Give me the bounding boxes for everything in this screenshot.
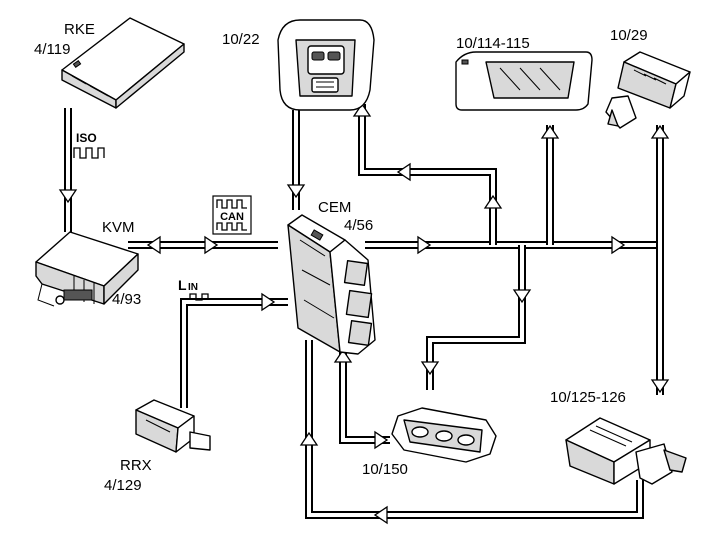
square-wave-icon	[73, 147, 105, 159]
cem-code-label: 4/56	[344, 217, 373, 234]
rrx-code-label: 4/129	[104, 477, 142, 494]
kvm-code-label: 4/93	[112, 291, 141, 308]
arrow-icon	[374, 430, 389, 450]
can-protocol-icon: CAN	[212, 195, 252, 235]
rrx-name-label: RRX	[120, 457, 152, 474]
kvm-module-icon	[35, 231, 139, 307]
rke-name-label: RKE	[64, 21, 95, 38]
arrow-icon	[420, 361, 440, 376]
link-rrx-cem	[180, 298, 288, 408]
link-cem-lamp	[339, 350, 390, 444]
arrow-icon	[261, 292, 276, 312]
arrow-icon	[483, 194, 503, 209]
overhead-console-icon	[277, 19, 375, 111]
link-bus-down	[426, 245, 526, 390]
arrow-icon	[650, 379, 670, 394]
overhead-console-label: 10/22	[222, 31, 260, 48]
rke-code-label: 4/119	[34, 41, 70, 58]
iso-label: ISO	[76, 131, 97, 145]
arrow-icon	[611, 235, 626, 255]
arrow-icon	[373, 505, 388, 525]
link-overhead-loop	[358, 104, 497, 245]
arrow-icon	[333, 348, 353, 363]
sun-visor-label: 10/114-115	[456, 35, 530, 52]
trunk-lamp-icon	[565, 417, 687, 485]
arrow-icon	[58, 189, 78, 204]
lin-protocol-icon: L IN	[178, 277, 209, 301]
lin-label-in: IN	[188, 282, 198, 293]
arrows	[58, 102, 670, 525]
labels: RKE 4/119 KVM 4/93 CEM 4/56 RRX 4/129 10…	[34, 21, 648, 494]
lin-label-l: L	[178, 277, 187, 293]
arrow-icon	[146, 235, 161, 255]
rrx-receiver-icon	[135, 399, 211, 453]
arrow-icon	[352, 102, 372, 117]
square-wave-icon	[216, 222, 247, 231]
connection-lines	[64, 104, 664, 519]
arrow-icon	[286, 184, 306, 199]
arrow-icon	[512, 289, 532, 304]
cem-name-label: CEM	[318, 199, 351, 216]
arrow-icon	[540, 124, 560, 139]
arrow-icon	[204, 235, 219, 255]
connector-module-icon	[605, 51, 691, 129]
rke-module-icon	[61, 17, 185, 109]
arrow-icon	[650, 124, 670, 139]
sun-visor-mirror-icon	[455, 51, 593, 111]
kvm-name-label: KVM	[102, 219, 135, 236]
interior-lamp-label: 10/150	[362, 461, 408, 478]
connector-module-label: 10/29	[610, 27, 648, 44]
square-wave-icon	[216, 199, 247, 209]
interior-lamp-icon	[391, 407, 497, 463]
trunk-lamp-label: 10/125-126	[550, 389, 626, 406]
arrow-icon	[299, 431, 319, 446]
iso-protocol-icon: ISO	[73, 131, 105, 159]
cem-module-icon	[287, 214, 376, 355]
arrow-icon	[417, 235, 432, 255]
arrow-icon	[396, 162, 411, 182]
square-wave-icon	[189, 293, 209, 301]
can-label: CAN	[220, 211, 244, 223]
